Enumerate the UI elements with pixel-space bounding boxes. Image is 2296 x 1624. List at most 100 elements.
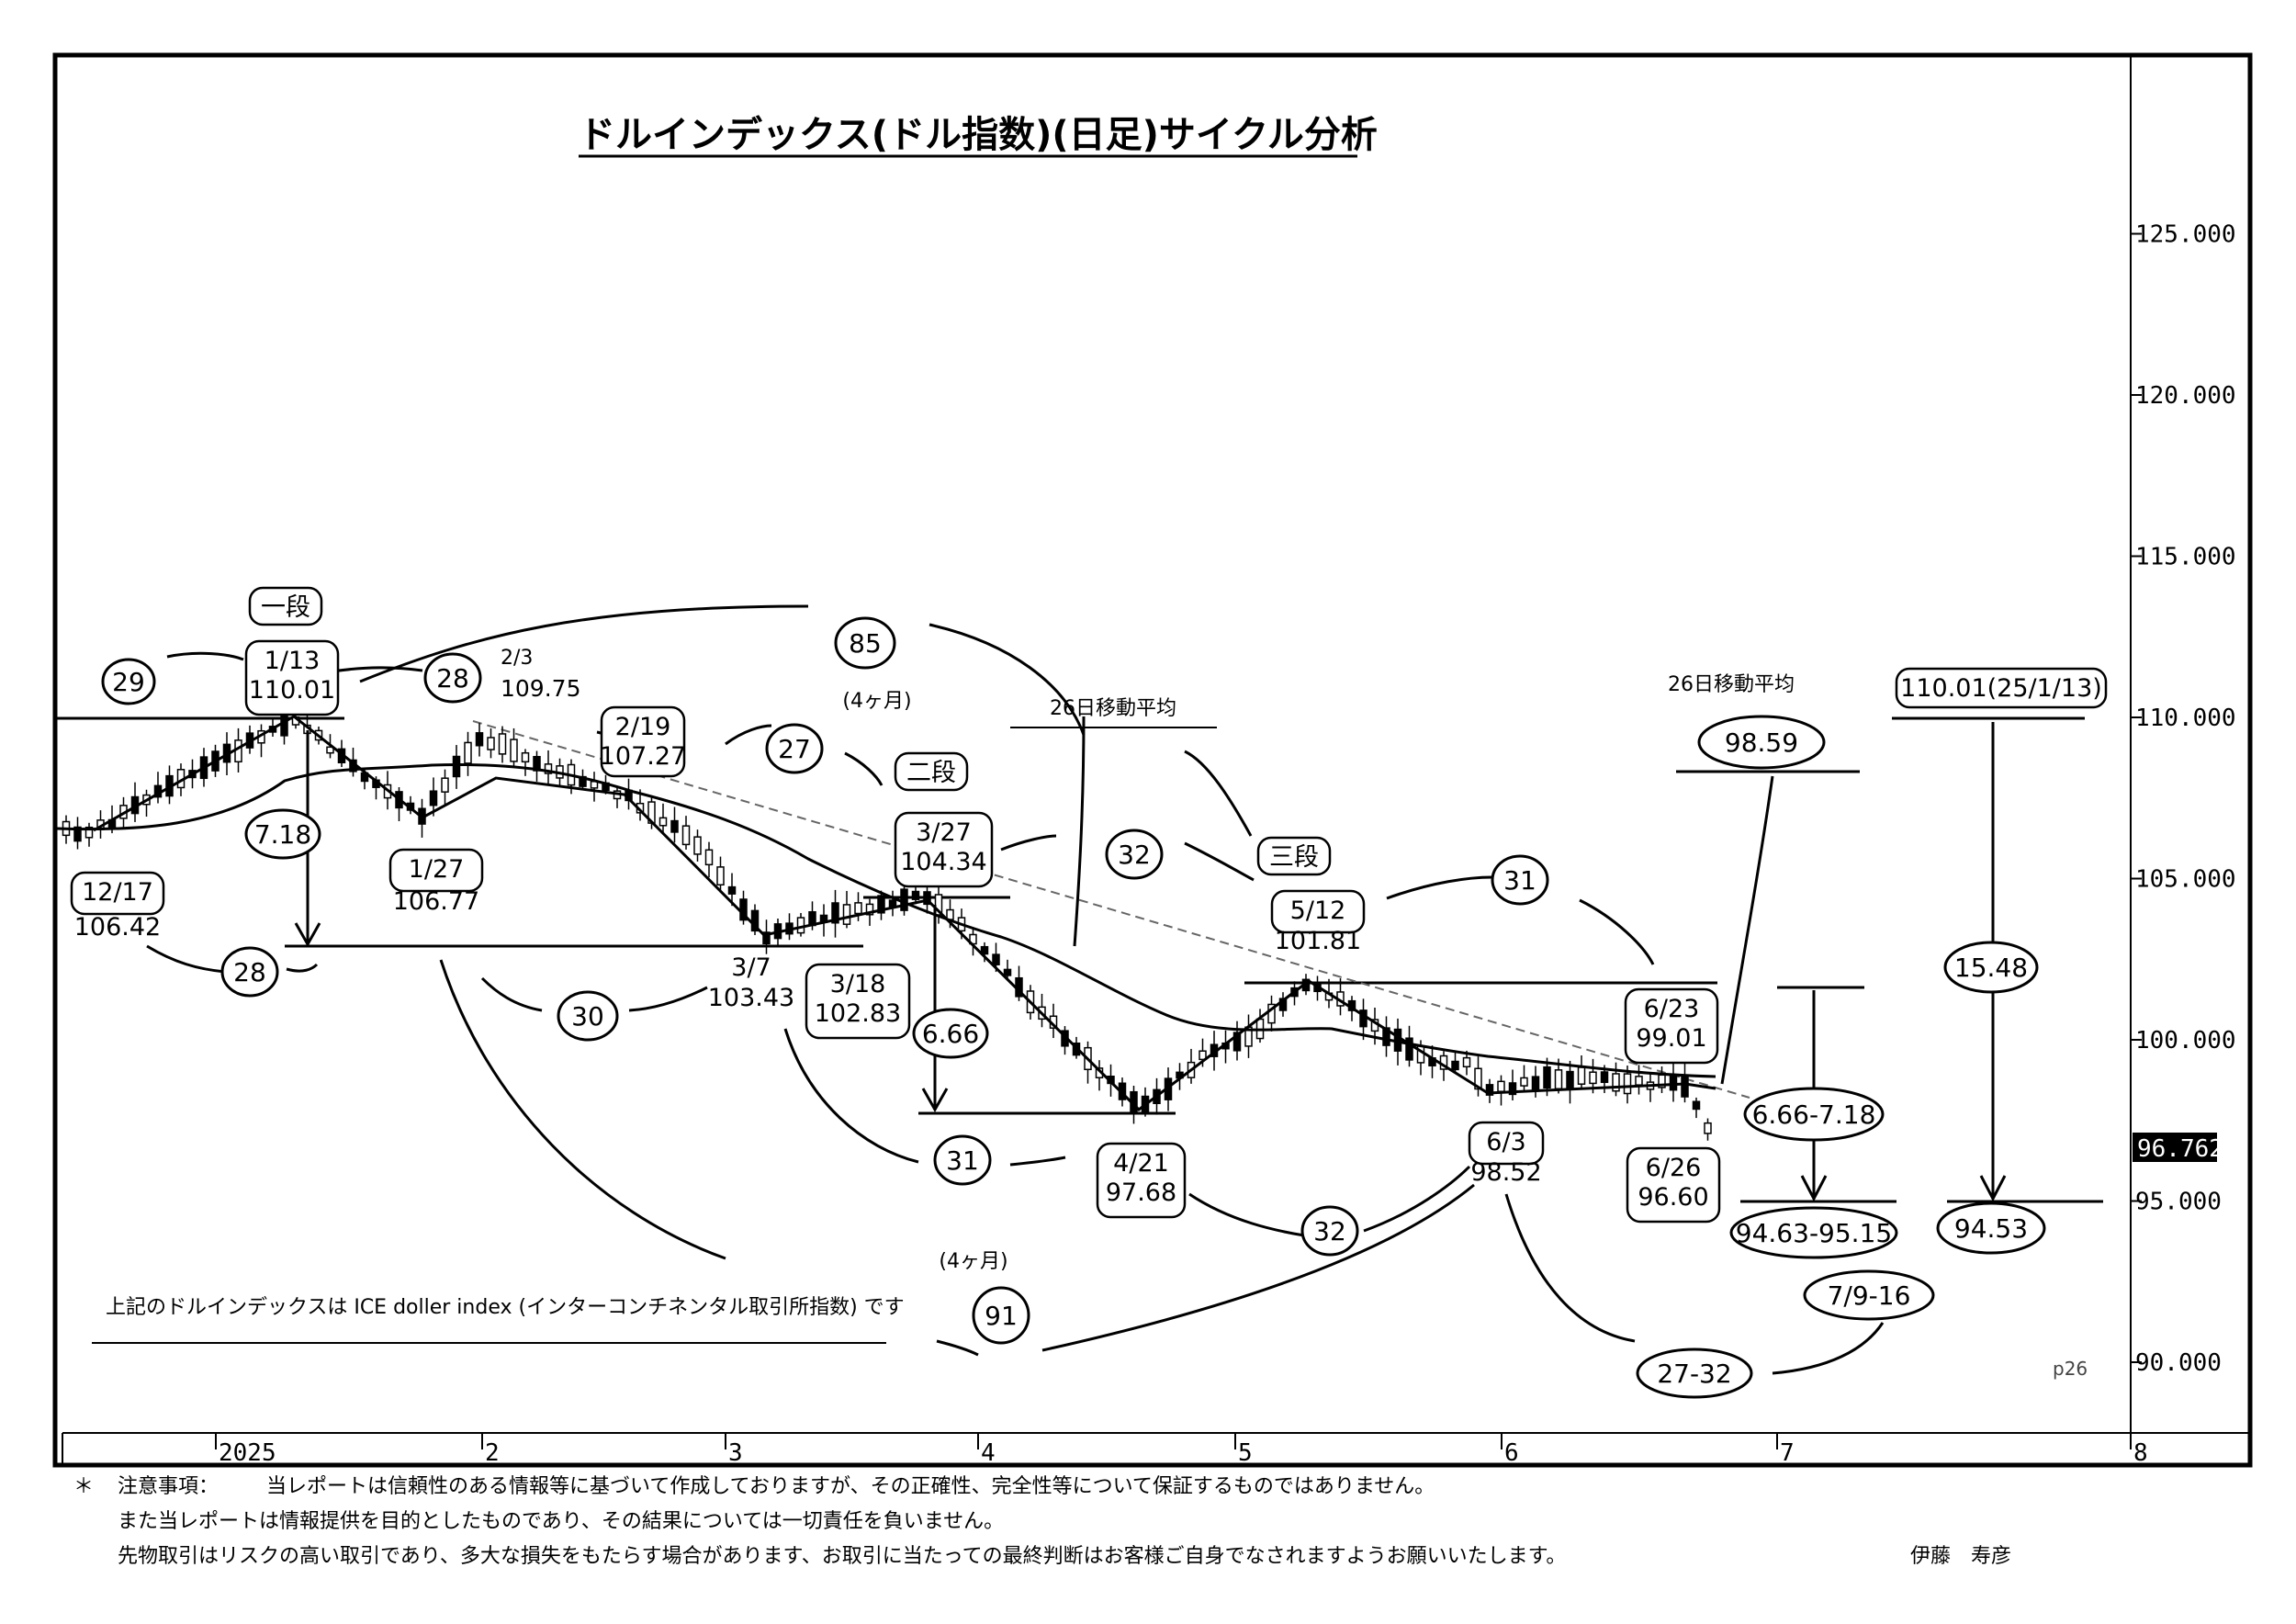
arc-30-left	[480, 976, 543, 1012]
date-6-23-line: 99.01	[1636, 1024, 1706, 1053]
cycle-31-top-circle	[1491, 854, 1549, 906]
x-tick-label: 5	[1238, 1439, 1253, 1467]
arc-91-mid	[936, 1339, 979, 1357]
arc-28-top	[325, 666, 423, 674]
ma-label-right: 26日移動平均	[1668, 673, 1795, 696]
arrowhead-range	[1800, 1175, 1828, 1202]
arrowhead-6-66	[921, 1088, 949, 1113]
value-2-3: 109.75	[501, 675, 580, 702]
date-3-18-box	[805, 963, 911, 1040]
date-3-18-line: 3/18	[830, 970, 886, 998]
date-2-19-line: 107.27	[600, 742, 686, 771]
arc-31-top-left	[1386, 875, 1493, 900]
arc-32-bottom-right	[1363, 1165, 1471, 1233]
value-3-7: 103.43	[708, 984, 794, 1012]
cycle-28-bottom: 28	[233, 957, 266, 987]
peak-box-line: 110.01(25/1/13)	[1900, 674, 2102, 703]
arc-32-left	[1000, 834, 1057, 851]
candle-body	[681, 825, 691, 846]
arc-27-32-right	[1772, 1322, 1885, 1375]
target-date: 7/9-16	[1828, 1280, 1911, 1311]
cycle-30: 30	[571, 1001, 604, 1032]
date-6-26-box	[1626, 1146, 1721, 1224]
x-tick-label: 6	[1504, 1439, 1519, 1467]
target-date-circle	[1803, 1269, 1935, 1321]
annotation-labels: 1/13110.0112/17106.421/27106.772/3109.75…	[70, 586, 2108, 1399]
cycle-91: 91	[985, 1301, 1018, 1331]
candle-body	[1232, 1032, 1242, 1052]
ma-pointer-left	[1073, 716, 1086, 947]
candle-body	[854, 902, 862, 915]
footer-author: 伊藤 寿彦	[1910, 1545, 2012, 1568]
candle-body	[1681, 1075, 1689, 1098]
arrowhead-7-18	[294, 922, 321, 948]
candle-body	[429, 790, 438, 806]
range-7-18-circle	[244, 808, 321, 860]
candle-body	[1589, 1071, 1597, 1085]
date-4-21-box	[1096, 1142, 1187, 1219]
candle-body	[1451, 1060, 1459, 1071]
target-2: 94.53	[1954, 1213, 2028, 1244]
arc-91-right	[1041, 1183, 1475, 1352]
x-tick-label: 2	[485, 1439, 500, 1467]
cycle-32-top-circle	[1105, 829, 1164, 880]
date-6-23-box	[1624, 987, 1719, 1065]
cycle-27-circle	[765, 723, 824, 774]
arc-85-right	[929, 623, 1086, 736]
candle-body	[1497, 1080, 1505, 1092]
x-tick-label: 3	[728, 1439, 743, 1467]
arrows	[294, 722, 2007, 1202]
date-3-27-line: 104.34	[900, 848, 986, 876]
range-combined-circle	[1743, 1087, 1885, 1142]
cycle-29-circle	[101, 658, 156, 705]
target-2-circle	[1936, 1201, 2046, 1255]
arc-85-left	[359, 604, 809, 683]
ma-value-circle	[1697, 715, 1826, 770]
range-7-18: 7.18	[254, 819, 311, 850]
cycle-27: 27	[778, 734, 811, 764]
index-note: 上記のドルインデックスは ICE doller index (インターコンチネン…	[106, 1296, 905, 1319]
cycle-31-top: 31	[1503, 865, 1536, 896]
page-number: p26	[2053, 1358, 2088, 1380]
current-value-label: 96.762	[2137, 1135, 2223, 1163]
range-15-48-circle	[1943, 941, 2039, 994]
candle-body	[234, 739, 242, 763]
candle-body	[1635, 1076, 1643, 1086]
candle-body	[693, 836, 702, 855]
candle-body	[498, 733, 507, 755]
candle-body	[1531, 1076, 1540, 1090]
peak-box-box	[1895, 667, 2108, 709]
candle-body	[1577, 1066, 1586, 1085]
cycle-91-circle	[972, 1286, 1030, 1345]
date-2-19-box	[600, 705, 686, 778]
candle-body	[452, 755, 461, 778]
x-tick-label: 8	[2133, 1439, 2148, 1467]
date-2-3: 2/3	[501, 647, 533, 670]
y-tick-label: 100.000	[2135, 1027, 2236, 1054]
candle-body	[727, 885, 737, 895]
value-6-3: 98.52	[1470, 1158, 1541, 1187]
candle-body	[1003, 968, 1012, 976]
arc-30-right	[628, 986, 708, 1012]
date-5-12-box	[1270, 889, 1366, 934]
candle-body	[73, 826, 82, 842]
arc-31-right	[1009, 1156, 1066, 1167]
cycle-31-bottom-circle	[933, 1134, 992, 1186]
current-value-tag	[2133, 1133, 2217, 1162]
arc-29	[166, 651, 244, 661]
cycle-28-bottom-circle	[220, 946, 279, 998]
candle-body	[1520, 1077, 1528, 1087]
four-months-bottom: (4ヶ月)	[939, 1250, 1007, 1273]
candle-body	[544, 763, 553, 774]
cycle-31-bottom: 31	[946, 1145, 979, 1176]
candle-body	[475, 732, 484, 747]
candle-body	[911, 890, 920, 900]
candle-body	[980, 945, 989, 955]
candle-body	[1508, 1082, 1517, 1096]
arc-32-bottom-left	[1188, 1192, 1305, 1237]
ma-pointer-right	[1720, 775, 1774, 1085]
cycle-27-32: 27-32	[1657, 1359, 1731, 1389]
candle-body	[84, 826, 94, 839]
date-6-23-line: 6/23	[1644, 995, 1700, 1023]
chart-title: ドルインデックス(ドル指数)(日足)サイクル分析	[579, 114, 1378, 156]
